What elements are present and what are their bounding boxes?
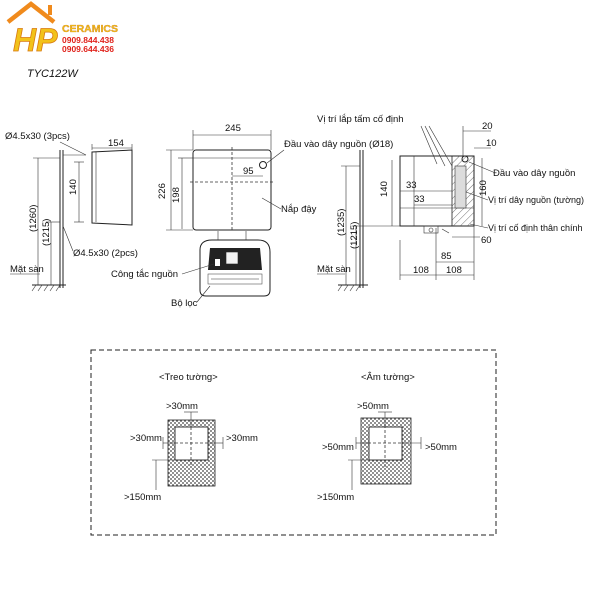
dim-1260: (1260) — [28, 205, 39, 232]
front-view: 245 Đầu vào dây nguồn (Ø18) 95 226 198 N… — [111, 123, 393, 309]
dim-10: 10 — [486, 138, 497, 149]
cover-label: Nắp đậy — [281, 204, 317, 215]
dim-226: 226 — [157, 183, 168, 199]
dim-1215-left: (1215) — [41, 219, 52, 246]
right-side-view: 20 10 Vị trí lắp tấm cố định Đầu vào dây… — [317, 114, 584, 292]
brand-logo: HP CERAMICS 0909.844.438 0909.644.436 — [6, 1, 118, 58]
dim-85: 85 — [441, 251, 452, 262]
recessed-left-clearance: >50mm — [322, 442, 354, 453]
body-fix-label: Vị trí cố định thân chính — [488, 223, 583, 233]
filter-label: Bộ lọc — [171, 298, 198, 309]
clearance-frame — [90, 349, 497, 536]
dim-95: 95 — [243, 166, 254, 177]
wall-mount-title: <Treo tường> — [159, 372, 218, 383]
logo-roof-icon — [6, 1, 56, 24]
brand-phone-2: 0909.644.436 — [62, 44, 114, 54]
dim-20: 20 — [482, 121, 493, 132]
brand-phone-1: 0909.844.438 — [62, 35, 114, 45]
dim-245: 245 — [225, 123, 241, 134]
recessed-right-clearance: >50mm — [425, 442, 457, 453]
recessed-title: <Âm tường> — [361, 372, 415, 383]
dim-140-right: 140 — [379, 181, 390, 197]
wall-mount-clearance: <Treo tường> >30mm >30mm >30mm >150mm — [124, 372, 258, 503]
model-label: TYC122W — [27, 68, 79, 80]
brand-name: CERAMICS — [62, 23, 118, 35]
dim-108a: 108 — [413, 265, 429, 276]
logo-letters: HP — [13, 22, 58, 58]
dim-140-left: 140 — [68, 179, 79, 195]
wall-left-clearance: >30mm — [130, 433, 162, 444]
power-switch-label: Công tắc nguồn — [111, 269, 178, 280]
dim-33a: 33 — [406, 180, 417, 191]
dim-60: 60 — [481, 235, 492, 246]
power-inlet-right-icon — [461, 155, 469, 163]
mount-plate-label: Vị trí lắp tấm cố định — [317, 114, 404, 125]
power-inlet-label: Đầu vào dây nguồn (Ø18) — [284, 139, 393, 150]
dim-108b: 108 — [446, 265, 462, 276]
dim-160: 160 — [478, 180, 489, 196]
wall-top-clearance: >30mm — [166, 401, 198, 412]
dim-33b: 33 — [414, 194, 425, 205]
recessed-bottom-clearance: >150mm — [317, 492, 354, 503]
floor-label-right: Mặt sàn — [317, 264, 351, 275]
wall-bottom-clearance: >150mm — [124, 492, 161, 503]
wall-cable-label: Vị trí dây nguồn (tường) — [488, 195, 584, 205]
floor-label-left: Mặt sàn — [10, 264, 44, 275]
dim-154: 154 — [108, 138, 124, 149]
screw-bottom-label: Ø4.5x30 (2pcs) — [73, 248, 138, 259]
recessed-clearance: <Âm tường> >50mm >50mm >50mm >150mm — [317, 372, 457, 503]
power-inlet-right-label: Đầu vào dây nguồn — [493, 168, 575, 179]
dim-1215-right: (1215) — [349, 222, 360, 249]
dim-1235: (1235) — [336, 209, 347, 236]
power-inlet-icon — [259, 161, 267, 169]
dim-198: 198 — [171, 187, 182, 203]
power-switch-icon — [215, 259, 220, 266]
screw-top-label: Ø4.5x30 (3pcs) — [5, 131, 70, 142]
recessed-top-clearance: >50mm — [357, 401, 389, 412]
left-side-view: 154 Ø4.5x30 (3pcs) 140 (1260) (1215) Ø4.… — [5, 131, 138, 292]
wall-right-clearance: >30mm — [226, 433, 258, 444]
